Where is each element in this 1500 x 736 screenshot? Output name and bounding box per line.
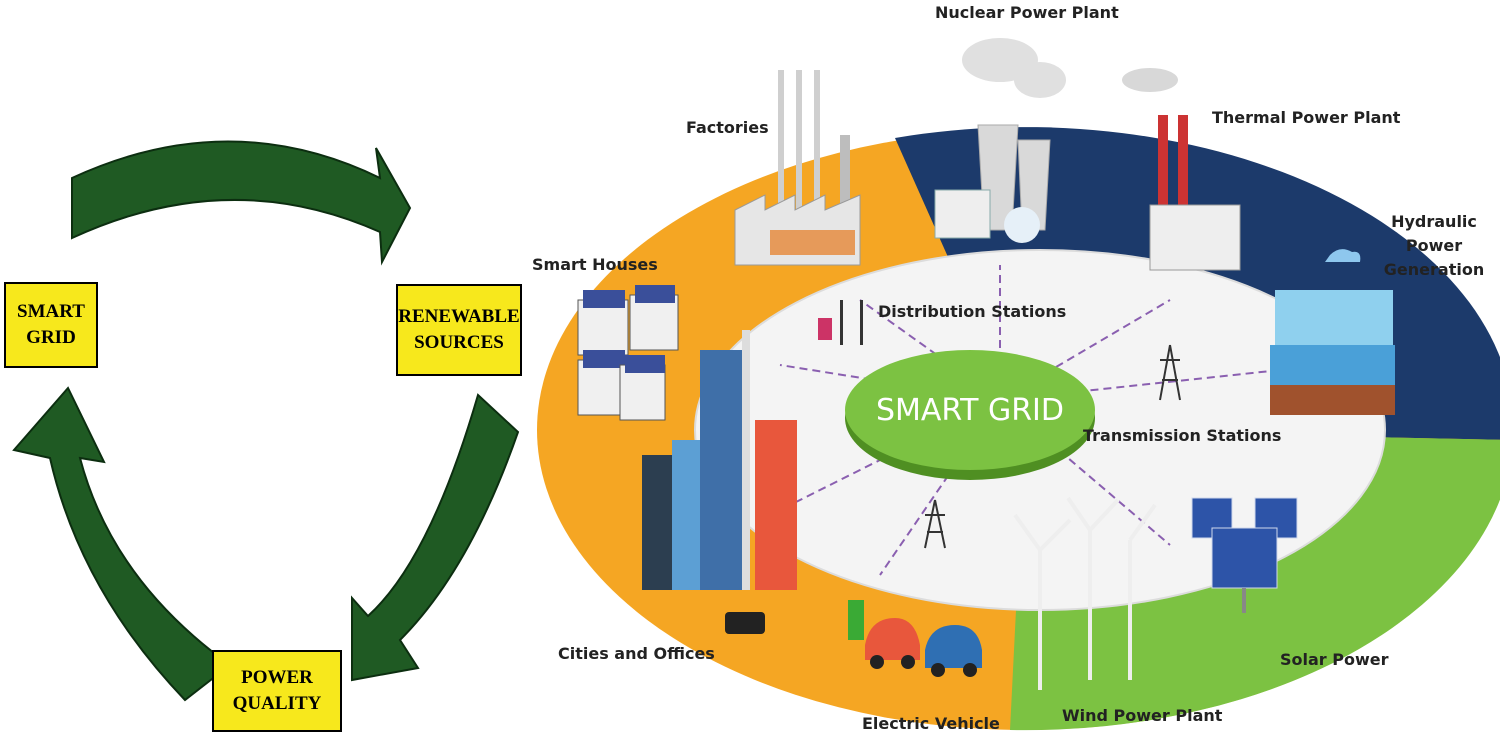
distribution-station-icon bbox=[818, 300, 863, 345]
center-disc: SMART GRID bbox=[845, 350, 1095, 480]
cycle-arrow-top bbox=[71, 140, 412, 266]
cycle-arrow-right bbox=[351, 393, 520, 682]
cycle-arrow-left bbox=[12, 386, 232, 702]
label-hydraulic: Hydraulic Power Generation bbox=[1383, 212, 1485, 279]
transmission-tower-icon bbox=[924, 344, 1181, 549]
label-solar: Solar Power bbox=[1280, 650, 1389, 669]
hydraulic-dam-icon bbox=[1270, 249, 1395, 415]
label-cities: Cities and Offices bbox=[558, 644, 715, 663]
label-transmission: Transmission Stations bbox=[1083, 426, 1282, 445]
electric-vehicle-icon bbox=[848, 600, 982, 677]
label-ev: Electric Vehicle bbox=[862, 714, 1000, 733]
label-nuclear: Nuclear Power Plant bbox=[935, 3, 1119, 22]
label-factories: Factories bbox=[686, 118, 769, 137]
thermal-plant-icon bbox=[1122, 68, 1241, 271]
solar-panel-icon bbox=[1191, 497, 1298, 613]
power-quality-box: POWER QUALITY bbox=[212, 650, 342, 732]
label-wind: Wind Power Plant bbox=[1062, 706, 1223, 725]
label-thermal: Thermal Power Plant bbox=[1212, 108, 1401, 127]
center-label: SMART GRID bbox=[876, 393, 1064, 428]
city-buildings-icon bbox=[642, 330, 797, 634]
wind-turbine-icon bbox=[1013, 496, 1157, 690]
renewable-sources-box: RENEWABLE SOURCES bbox=[396, 284, 522, 376]
factory-icon bbox=[734, 70, 861, 266]
label-smart-houses: Smart Houses bbox=[532, 255, 658, 274]
nuclear-plant-icon bbox=[934, 38, 1066, 243]
smart-houses-icon bbox=[577, 285, 679, 421]
label-distribution: Distribution Stations bbox=[878, 302, 1067, 321]
smart-grid-box: SMART GRID bbox=[4, 282, 98, 368]
